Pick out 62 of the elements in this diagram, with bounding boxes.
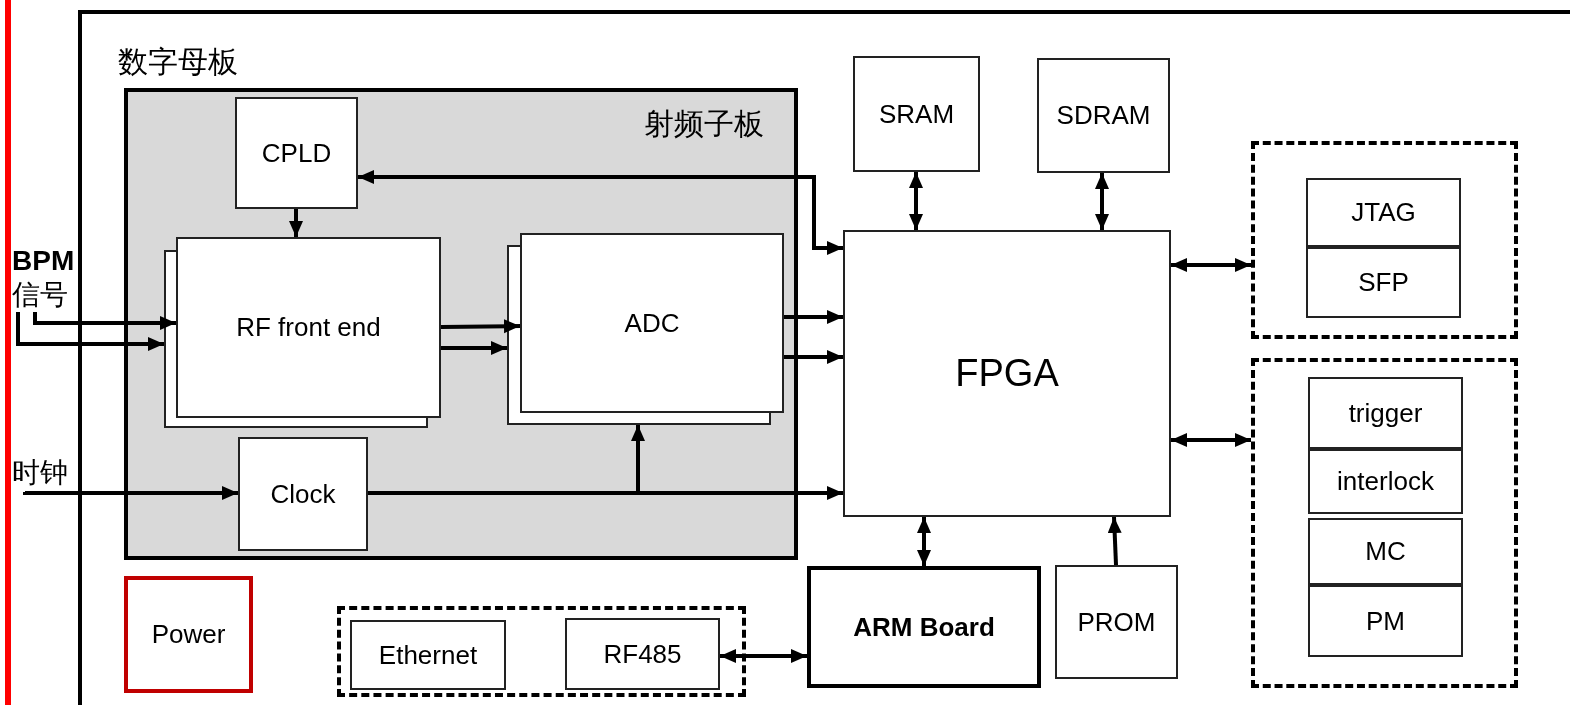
block-box (1308, 377, 1463, 449)
block-label: JTAG (1351, 196, 1416, 229)
dashed-group-box (1251, 141, 1518, 339)
block-label: SRAM (878, 97, 955, 131)
signal-label: BPM 信号 (12, 244, 80, 312)
block-box (238, 437, 368, 551)
arrow (289, 209, 303, 237)
arrow (440, 319, 521, 334)
arrow (358, 170, 843, 255)
block-box (807, 566, 1041, 688)
arrow (1171, 433, 1251, 447)
block-label: SFP (1358, 266, 1409, 299)
arrow (1171, 258, 1251, 272)
block-box (853, 56, 980, 172)
block-box (1308, 585, 1463, 657)
block-box (565, 618, 720, 690)
stacked-box (164, 237, 441, 428)
power-box (124, 576, 253, 693)
block-label: FPGA (955, 350, 1059, 396)
arrow (441, 341, 507, 355)
signal-label: 时钟 (12, 456, 74, 492)
arrow (720, 649, 807, 663)
block-label: ADC (624, 306, 680, 340)
block-label: trigger (1348, 396, 1423, 430)
block-label: Power (151, 618, 226, 651)
board-title: 数字母板 (118, 44, 238, 80)
block-label: RF front end (236, 311, 381, 344)
block-label: CPLD (261, 136, 332, 170)
block-label: RF485 (603, 637, 682, 671)
board-title: 射频子板 (644, 106, 764, 142)
block-box (1037, 58, 1170, 173)
board-panel (124, 88, 798, 560)
block-label: PROM (1077, 605, 1156, 639)
arrow (16, 312, 164, 351)
arrow (1095, 173, 1109, 230)
dashed-group-box (1251, 358, 1518, 688)
block-label: SDRAM (1056, 99, 1151, 132)
arrow (33, 312, 176, 330)
arrow (909, 172, 923, 230)
block-box (1308, 518, 1463, 585)
block-box (1306, 247, 1461, 318)
arrow (368, 425, 645, 495)
arrow (1107, 516, 1122, 566)
block-box (1306, 178, 1461, 247)
block-label: PM (1366, 604, 1405, 638)
arrow (784, 310, 843, 324)
board-frame (78, 10, 1570, 705)
block-box (350, 620, 506, 690)
arrow (917, 517, 931, 566)
stacked-box (507, 233, 784, 425)
block-label: Ethernet (378, 638, 478, 672)
block-label: ARM Board (853, 610, 995, 644)
block-label: MC (1365, 535, 1406, 568)
block-label: interlock (1337, 465, 1434, 498)
block-box (1055, 565, 1178, 679)
arrow (784, 350, 843, 364)
block-box (1308, 449, 1463, 514)
block-label: Clock (270, 477, 336, 511)
block-box (235, 97, 358, 209)
arrow (23, 486, 238, 500)
dashed-group-box (337, 606, 746, 697)
block-box (843, 230, 1171, 517)
